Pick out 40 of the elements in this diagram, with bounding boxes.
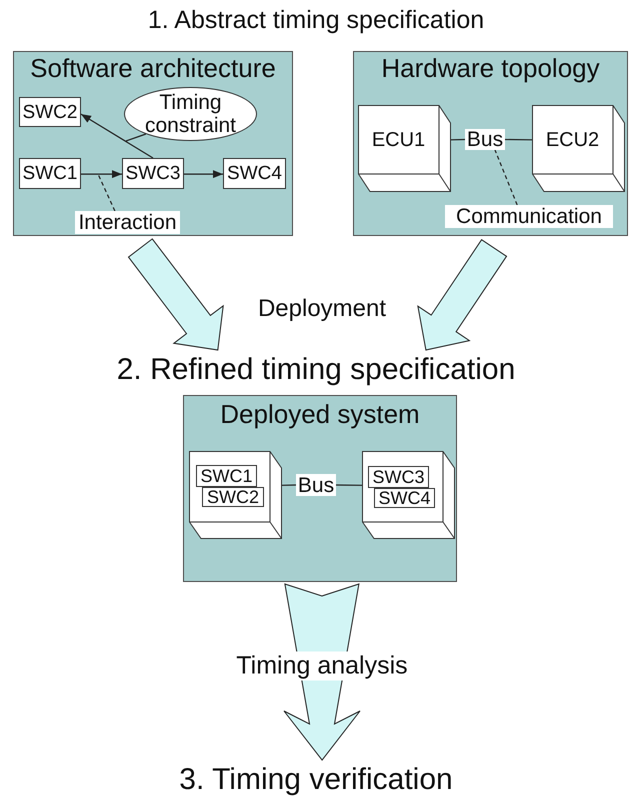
leader-line (126, 133, 146, 142)
process-label: Deployment (256, 295, 388, 323)
bus-label: Bus (465, 129, 505, 150)
component-box: SWC1 (196, 465, 257, 487)
component-box: SWC1 (19, 158, 81, 189)
stage-heading: 2. Refined timing specification (114, 352, 518, 387)
arrow (80, 114, 154, 159)
panel-heading: Deployed system (220, 399, 420, 429)
component-box: SWC4 (374, 488, 435, 508)
arrow (81, 170, 122, 178)
component-box: SWC3 (122, 158, 184, 189)
diagram-panel (183, 395, 457, 582)
arrow (184, 170, 223, 178)
stage-heading: 3. Timing verification (178, 762, 454, 797)
diagram-panel (13, 51, 293, 236)
leader-line (97, 174, 116, 212)
stage-heading: 1. Abstract timing specification (146, 6, 486, 35)
edge-label: Timing analysis (234, 652, 410, 680)
component-box: SWC3 (368, 466, 429, 488)
block-arrow (128, 238, 224, 351)
panel-heading: Hardware topology (381, 53, 600, 83)
bus-label: Bus (296, 474, 336, 496)
annotation-label: Communication (445, 205, 613, 228)
connector-line (505, 138, 532, 140)
panel-heading: Software architecture (30, 53, 276, 83)
connector-line (494, 150, 518, 206)
annotation-label: Interaction (75, 211, 180, 234)
connector-line (336, 484, 362, 486)
diagram-panel (353, 51, 628, 236)
block-arrow (417, 239, 508, 351)
connector-line (450, 138, 466, 140)
connector-line (282, 484, 296, 486)
hardware-node-box (189, 451, 282, 539)
hardware-node-box (362, 451, 455, 539)
component-box: SWC2 (19, 97, 81, 127)
hardware-node-box: ECU1 (358, 105, 451, 192)
component-box: SWC2 (202, 487, 264, 507)
constraint-ellipse: Timing constraint (124, 87, 257, 141)
hardware-node-box: ECU2 (532, 105, 625, 192)
component-box: SWC4 (223, 158, 286, 189)
